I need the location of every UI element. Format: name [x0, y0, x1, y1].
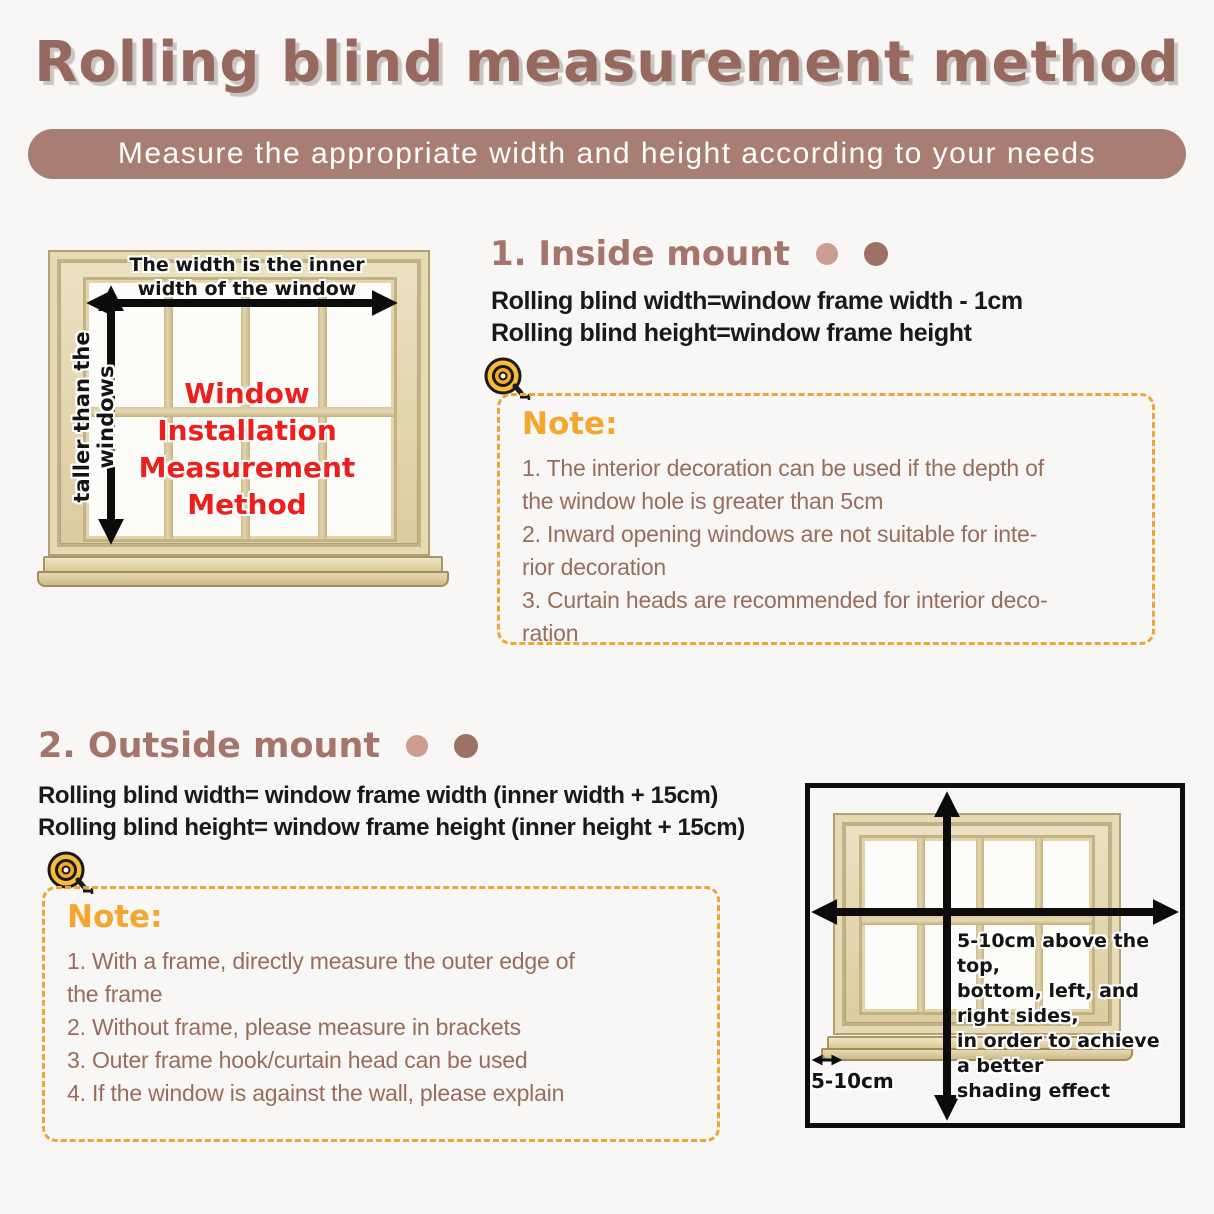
note-items: 1. The interior decoration can be used i…	[522, 452, 1138, 650]
window-mullion	[917, 838, 925, 1012]
note-items: 1. With a frame, directly measure the ou…	[67, 945, 703, 1110]
note-item: 1. The interior decoration can be used i…	[522, 455, 1044, 514]
formula-width: Rolling blind width= window frame width …	[38, 782, 719, 809]
blind-outline-rect	[805, 783, 1185, 1128]
note-item: 3. Curtain heads are recommended for int…	[522, 587, 1048, 646]
decorative-dot-dark	[863, 242, 888, 266]
formula-height: Rolling blind height=window frame height	[491, 319, 972, 347]
window-panes	[83, 277, 397, 542]
page-title: Rolling blind measurement method	[34, 30, 1180, 95]
note-title: Note:	[67, 899, 163, 935]
note-item: 3. Outer frame hook/curtain head can be …	[67, 1047, 528, 1073]
tape-measure-icon	[47, 851, 94, 894]
note-item: 1. With a frame, directly measure the ou…	[67, 948, 575, 1007]
tape-measure-icon	[484, 357, 531, 400]
note-item: 4. If the window is against the wall, pl…	[67, 1080, 565, 1106]
inside-mount-note-box: Note: 1. The interior decoration can be …	[497, 393, 1155, 646]
note-item: 2. Without frame, please measure in brac…	[67, 1014, 521, 1040]
note-item: 2. Inward opening windows are not suitab…	[522, 521, 1038, 580]
inside-mount-heading: 1. Inside mount	[490, 234, 888, 274]
shading-margin-label: 5-10cm above the top, bottom, left, and …	[957, 930, 1160, 1102]
outside-mount-note-box: Note: 1. With a frame, directly measure …	[42, 886, 720, 1142]
window-mullion	[976, 838, 984, 1012]
outside-mount-window-diagram: 5-10cm above the top, bottom, left, and …	[805, 783, 1185, 1128]
taller-than-window-label: taller than the windows	[70, 331, 118, 503]
formula-height: Rolling blind height= window frame heigh…	[38, 814, 745, 841]
window-mullion	[862, 916, 1092, 925]
formula-width: Rolling blind width=window frame width -…	[491, 287, 1023, 315]
note-title: Note:	[522, 406, 618, 442]
decorative-dot-light	[815, 243, 838, 265]
inside-mount-window-diagram: The width is the inner width of the wind…	[37, 245, 454, 620]
inside-mount-heading-text: 1. Inside mount	[490, 234, 790, 274]
inner-width-label: The width is the inner width of the wind…	[129, 254, 365, 300]
gap-size-label: 5-10cm	[811, 1069, 894, 1093]
inside-mount-formulas: Rolling blind width=window frame width -…	[491, 285, 1023, 349]
outside-mount-heading: 2. Outside mount	[38, 726, 479, 766]
outside-mount-formulas: Rolling blind width= window frame width …	[38, 780, 745, 844]
window-mullion	[86, 407, 394, 417]
subtitle-banner: Measure the appropriate width and height…	[28, 129, 1186, 179]
decorative-dot-light	[406, 735, 429, 757]
window-sill-lip	[37, 571, 449, 587]
window-panes	[859, 835, 1095, 1015]
decorative-dot-dark	[454, 734, 479, 758]
window-mullion	[1035, 838, 1043, 1012]
window-installation-label: Window Installation Measurement Method	[138, 377, 356, 521]
subtitle-text: Measure the appropriate width and height…	[117, 137, 1097, 170]
outside-mount-heading-text: 2. Outside mount	[38, 726, 381, 766]
